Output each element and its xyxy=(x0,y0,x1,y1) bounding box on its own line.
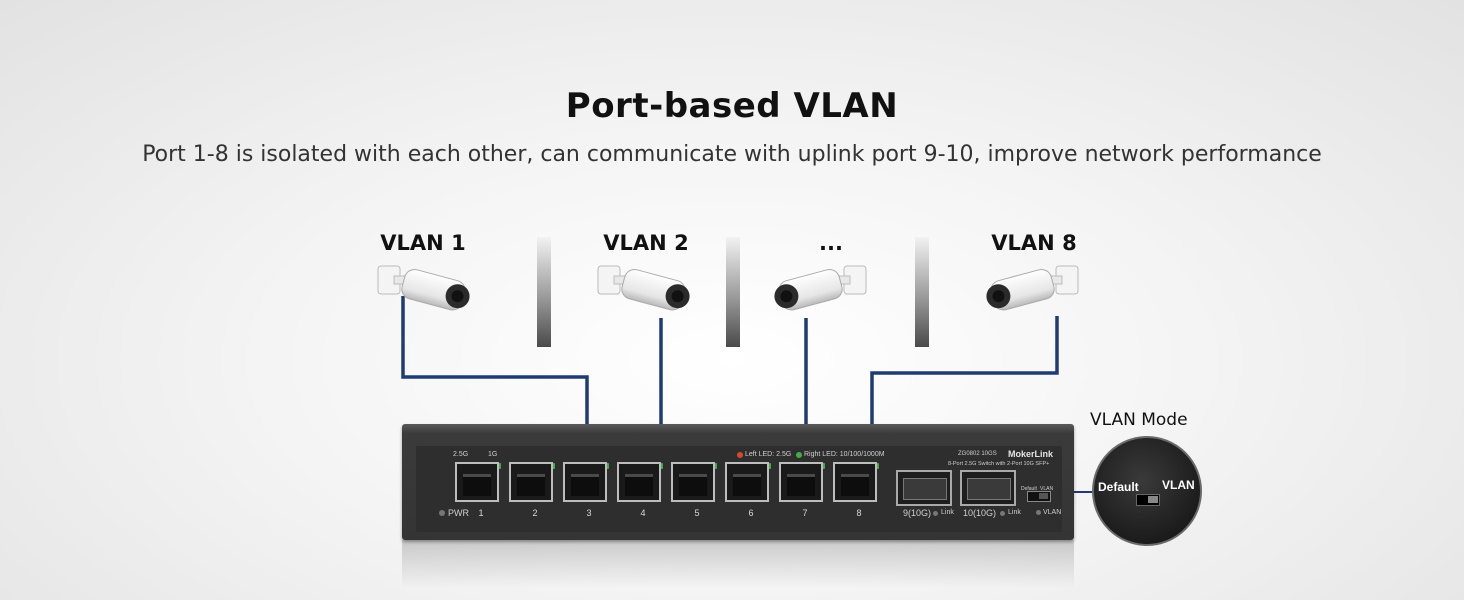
zoom-default-label: Default xyxy=(1098,480,1139,494)
brand-logo: MokerLink xyxy=(1008,449,1054,459)
sfp-label-9: 9(10G) xyxy=(903,508,932,518)
speed-label-2g5: 2.5G xyxy=(453,451,469,458)
link-label-9: Link xyxy=(941,509,954,516)
rj45-port-3[interactable] xyxy=(563,462,607,502)
zoom-dip-switch xyxy=(1136,494,1160,506)
port-number: 2 xyxy=(532,508,538,518)
port-number: 5 xyxy=(694,508,700,518)
camera-icon xyxy=(377,265,470,311)
left-led-legend: Left LED: 2.5G xyxy=(745,451,792,458)
vlan-led xyxy=(1036,510,1041,515)
power-led xyxy=(439,510,445,516)
dip-default-label: Default xyxy=(1021,486,1037,492)
vlan-label-8: VLAN 8 xyxy=(991,231,1077,255)
right-led-legend: Right LED: 10/100/1000M xyxy=(804,451,885,458)
sfp-port-10[interactable] xyxy=(960,470,1016,506)
rj45-port-7[interactable] xyxy=(779,462,823,502)
link-label-10: Link xyxy=(1008,509,1021,516)
vlan-label-1: VLAN 1 xyxy=(380,231,466,255)
port-number: 6 xyxy=(748,508,754,518)
cable-vlan-1 xyxy=(401,296,589,424)
model-number: ZG0802 10GS xyxy=(958,451,997,457)
camera-icon xyxy=(597,265,690,311)
port-number: 4 xyxy=(640,508,646,518)
model-description: 8-Port 2.5G Switch with 2-Port 10G SFP+ xyxy=(948,461,1050,467)
rj45-port-6[interactable] xyxy=(725,462,769,502)
rj45-port-8[interactable] xyxy=(833,462,877,502)
vlan-mode-dip-switch[interactable] xyxy=(1027,491,1051,502)
vlan-mode-title: VLAN Mode xyxy=(1090,410,1188,430)
isolation-divider xyxy=(915,237,929,347)
port-number: 8 xyxy=(856,508,862,518)
power-label: PWR xyxy=(448,508,469,518)
rj45-port-4[interactable] xyxy=(617,462,661,502)
rj45-port-5[interactable] xyxy=(671,462,715,502)
isolation-divider xyxy=(537,237,551,347)
sfp-label-10: 10(10G) xyxy=(963,508,997,518)
page-title: Port-based VLAN xyxy=(565,86,899,126)
vlan-label-ellipsis: ... xyxy=(819,231,843,255)
ethernet-cables xyxy=(401,296,1059,424)
vlan-led-label: VLAN xyxy=(1043,509,1062,516)
camera-icon xyxy=(774,265,867,311)
port-number: 7 xyxy=(802,508,808,518)
speed-label-1g: 1G xyxy=(488,451,498,458)
led-legend-green-dot xyxy=(796,452,802,458)
page-subtitle: Port 1-8 is isolated with each other, ca… xyxy=(142,142,1322,167)
zoom-vlan-label: VLAN xyxy=(1162,478,1195,492)
led-legend-red-dot xyxy=(737,452,743,458)
vlan-mode-zoom: Default VLAN xyxy=(1092,436,1202,546)
dip-vlan-label: VLAN xyxy=(1040,486,1054,492)
rj45-port-2[interactable] xyxy=(509,462,553,502)
link-led xyxy=(933,511,938,516)
cable-vlan-8 xyxy=(870,316,1059,424)
link-led xyxy=(1000,511,1005,516)
isolation-divider xyxy=(726,237,740,347)
sfp-port-9[interactable] xyxy=(896,470,952,506)
port-number: 1 xyxy=(478,508,484,518)
rj45-port-1[interactable] xyxy=(455,462,499,502)
vlan-label-2: VLAN 2 xyxy=(603,231,689,255)
camera-icon xyxy=(986,265,1079,311)
switch-reflection xyxy=(402,540,1074,600)
port-number: 3 xyxy=(586,508,592,518)
